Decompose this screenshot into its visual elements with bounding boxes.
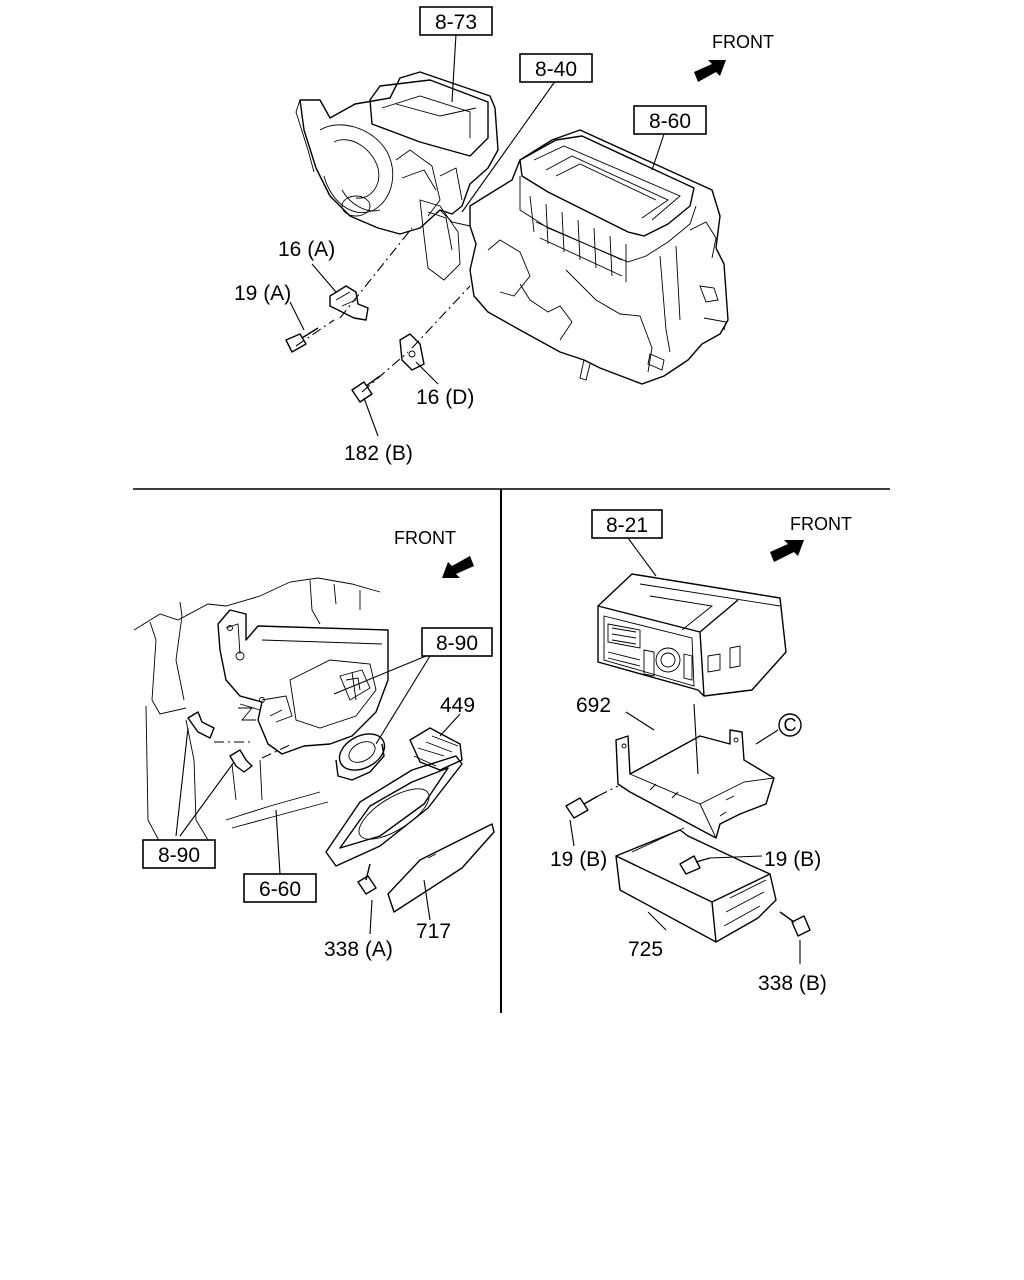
part-182b-screw (351, 375, 381, 403)
part-label-19a: 19 (A) (234, 282, 291, 305)
front-arrow-icon (770, 540, 804, 562)
front-arrow-icon (442, 556, 474, 578)
circle-ref-label: C (784, 715, 797, 735)
ref-box-8-21[interactable]: 8-21 (591, 509, 663, 539)
part-label-182b: 182 (B) (344, 442, 413, 465)
part-449-speaker (335, 727, 463, 781)
top-section: 8-73 8-40 8-60 FRONT 16 (A) 19 (A) 16 (D… (234, 6, 774, 465)
ref-label: 8-90 (158, 844, 200, 867)
part-label-717: 717 (416, 920, 451, 943)
part-label-692: 692 (576, 694, 611, 717)
duct-bracket-drawing (217, 609, 389, 755)
part-label-19b-left: 19 (B) (550, 848, 607, 871)
left-section: 8-90 8-90 6-60 FRONT 449 338 (A) 717 (133, 528, 495, 961)
ref-label: 8-90 (436, 632, 478, 655)
heater-unit-drawing (419, 129, 729, 385)
part-label-19b-right: 19 (B) (764, 848, 821, 871)
front-label: FRONT (790, 514, 852, 534)
part-label-725: 725 (628, 938, 663, 961)
part-338b-screw (779, 911, 811, 937)
bolt-left-lower (229, 749, 253, 773)
part-717-grille (325, 755, 495, 913)
ref-box-8-60[interactable]: 8-60 (633, 105, 707, 135)
ref-box-8-40[interactable]: 8-40 (519, 53, 593, 83)
part-label-449: 449 (440, 694, 475, 717)
right-section: 8-21 C FRONT 692 19 (B) 19 (B) 725 338 (… (550, 509, 852, 995)
front-label: FRONT (394, 528, 456, 548)
part-label-16d: 16 (D) (416, 386, 474, 409)
front-label: FRONT (712, 32, 774, 52)
ref-box-8-73[interactable]: 8-73 (419, 6, 493, 36)
bolt-left-upper (187, 711, 215, 739)
part-16d-clip (399, 333, 425, 371)
front-arrow-icon (694, 60, 726, 82)
part-338a-screw (357, 863, 377, 895)
part-label-338b: 338 (B) (758, 972, 827, 995)
part-725-pocket (615, 827, 777, 943)
part-19a-screw (285, 327, 319, 353)
part-19b-screw-left (565, 795, 599, 819)
ref-box-6-60[interactable]: 6-60 (243, 873, 317, 903)
part-692-bracket (615, 729, 775, 839)
part-19b-screw-right (679, 855, 711, 875)
blower-unit-drawing (295, 71, 499, 235)
part-label-338a: 338 (A) (324, 938, 393, 961)
ref-box-8-90-lower[interactable]: 8-90 (142, 839, 216, 869)
part-label-16a: 16 (A) (278, 238, 335, 261)
ref-label: 8-60 (649, 110, 691, 133)
part-16a-bracket (329, 285, 369, 321)
circle-ref-c[interactable]: C (778, 713, 802, 737)
dash-panel-drawing (133, 577, 381, 851)
ref-label: 6-60 (259, 878, 301, 901)
ref-label: 8-40 (535, 58, 577, 81)
ref-label: 8-21 (606, 514, 648, 537)
ref-box-8-90-upper[interactable]: 8-90 (421, 627, 493, 657)
ref-label: 8-73 (435, 11, 477, 34)
radio-unit-drawing (597, 573, 787, 697)
